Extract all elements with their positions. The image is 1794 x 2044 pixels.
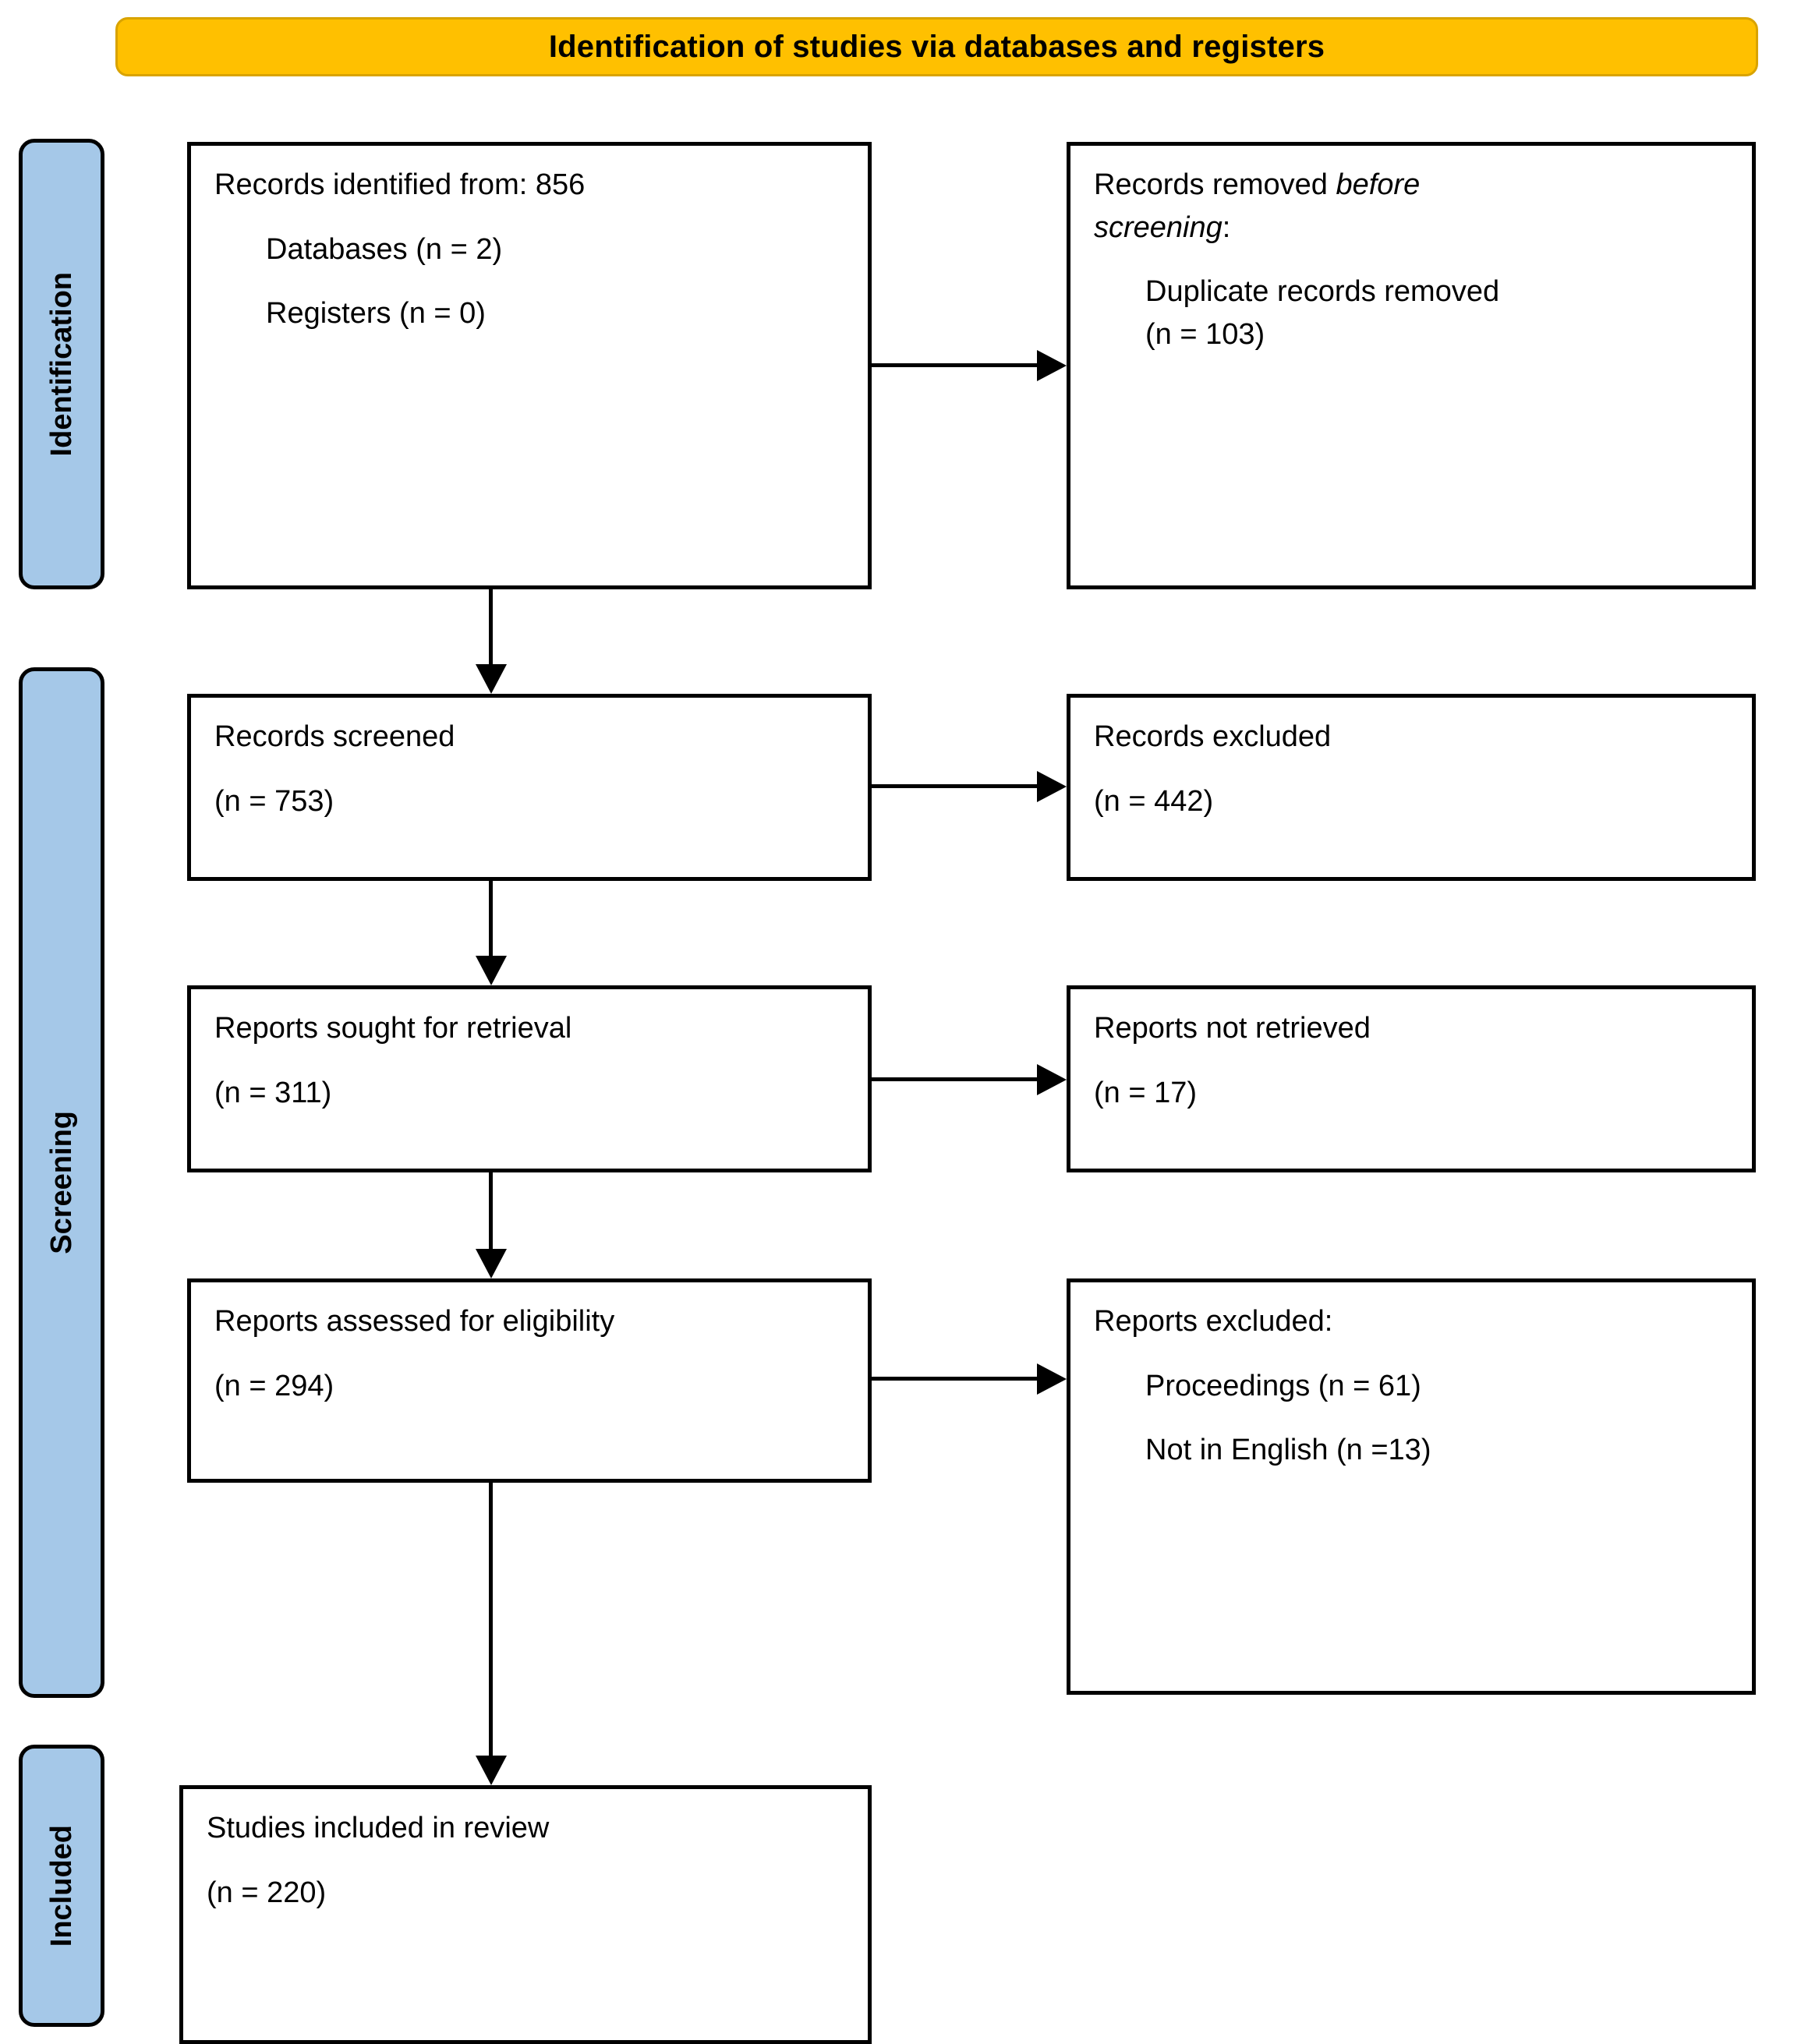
box-records-excluded: Records excluded (n = 442) xyxy=(1067,694,1756,881)
box-reports-assessed: Reports assessed for eligibility (n = 29… xyxy=(187,1278,872,1483)
arrow-sought-to-assessed-stem xyxy=(489,1172,493,1249)
reports-sought-count: (n = 311) xyxy=(214,1076,332,1109)
records-removed-line-2: screening: xyxy=(1094,209,1729,247)
records-screened-label: Records screened xyxy=(214,720,455,753)
arrow-identified-to-removed-head xyxy=(1037,350,1067,381)
stage-label-identification: Identification xyxy=(19,139,104,589)
arrow-identified-to-screened-head xyxy=(476,664,507,694)
records-removed-text-screening: screening xyxy=(1094,210,1223,244)
box-records-removed: Records removed before screening: Duplic… xyxy=(1067,142,1756,589)
arrow-assessed-to-reports-excluded-head xyxy=(1037,1363,1067,1395)
records-screened-count: (n = 753) xyxy=(214,784,334,818)
duplicate-records-removed-count: (n = 103) xyxy=(1145,317,1265,351)
studies-included-count: (n = 220) xyxy=(207,1876,327,1909)
records-removed-text-before: before xyxy=(1336,168,1421,201)
records-excluded-count: (n = 442) xyxy=(1094,784,1214,818)
box-reports-excluded-reasons: Reports excluded: Proceedings (n = 61) N… xyxy=(1067,1278,1756,1695)
stage-label-identification-text: Identification xyxy=(44,271,78,457)
records-removed-text-a: Records removed xyxy=(1094,168,1336,201)
reports-assessed-count: (n = 294) xyxy=(214,1369,334,1402)
arrow-identified-to-removed-stem xyxy=(872,363,1039,367)
records-identified-line-1: Records identified from: 856 xyxy=(214,168,586,201)
records-identified-databases: Databases (n = 2) xyxy=(266,232,503,266)
diagram-title: Identification of studies via databases … xyxy=(548,29,1325,64)
records-identified-registers: Registers (n = 0) xyxy=(266,297,486,331)
reports-excluded-proceedings: Proceedings (n = 61) xyxy=(1145,1369,1421,1402)
box-records-identified: Records identified from: 856 Databases (… xyxy=(187,142,872,589)
reports-not-retrieved-label: Reports not retrieved xyxy=(1094,1012,1371,1045)
reports-sought-label: Reports sought for retrieval xyxy=(214,1012,572,1045)
arrow-sought-to-not-retrieved-head xyxy=(1037,1064,1067,1095)
arrow-assessed-to-reports-excluded-stem xyxy=(872,1377,1039,1381)
stage-label-screening: Screening xyxy=(19,667,104,1698)
stage-label-screening-text: Screening xyxy=(44,1111,78,1254)
arrow-sought-to-assessed-head xyxy=(476,1249,507,1278)
studies-included-label: Studies included in review xyxy=(207,1812,550,1844)
box-records-screened: Records screened (n = 753) xyxy=(187,694,872,881)
arrow-assessed-to-included-head xyxy=(476,1756,507,1785)
reports-excluded-not-english: Not in English (n =13) xyxy=(1145,1434,1431,1467)
records-removed-text-colon: : xyxy=(1222,210,1231,244)
reports-not-retrieved-count: (n = 17) xyxy=(1094,1076,1198,1109)
arrow-screened-to-sought-head xyxy=(476,956,507,985)
box-studies-included: Studies included in review (n = 220) xyxy=(179,1785,872,2044)
reports-assessed-label: Reports assessed for eligibility xyxy=(214,1305,615,1338)
box-reports-sought: Reports sought for retrieval (n = 311) xyxy=(187,985,872,1172)
box-reports-not-retrieved: Reports not retrieved (n = 17) xyxy=(1067,985,1756,1172)
arrow-screened-to-excluded-stem xyxy=(872,784,1039,788)
stage-label-included-text: Included xyxy=(44,1824,78,1947)
arrow-sought-to-not-retrieved-stem xyxy=(872,1077,1039,1081)
diagram-header-banner: Identification of studies via databases … xyxy=(115,17,1758,76)
records-excluded-label: Records excluded xyxy=(1094,720,1332,753)
arrow-screened-to-excluded-head xyxy=(1037,771,1067,802)
records-removed-line-1: Records removed before xyxy=(1094,166,1729,204)
arrow-screened-to-sought-stem xyxy=(489,881,493,956)
stage-label-included: Included xyxy=(19,1745,104,2027)
arrow-identified-to-screened-stem xyxy=(489,589,493,666)
reports-excluded-label: Reports excluded: xyxy=(1094,1305,1333,1338)
arrow-assessed-to-included-stem xyxy=(489,1483,493,1756)
duplicate-records-removed-label: Duplicate records removed xyxy=(1145,275,1500,309)
